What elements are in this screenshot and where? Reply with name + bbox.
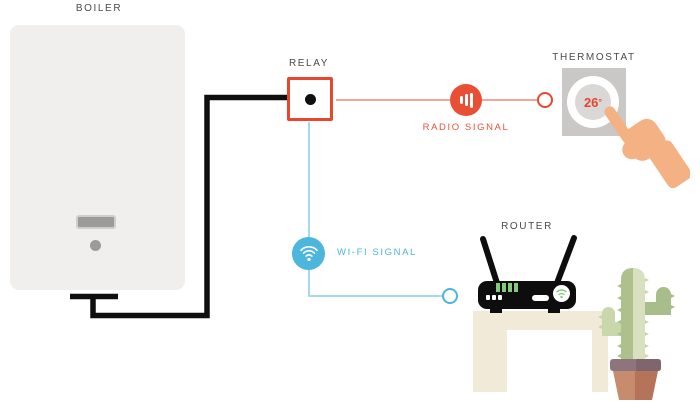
table-leg-left <box>473 330 507 392</box>
pot-body-left <box>613 371 635 400</box>
radio-signal-icon <box>450 84 482 116</box>
cactus-stem-dark <box>621 268 633 361</box>
cactus-icon <box>598 268 675 400</box>
cactus-right-arm <box>643 287 675 315</box>
cactus-spikes-left <box>617 284 621 358</box>
pointing-hand-icon <box>604 106 690 189</box>
cactus-spikes-right <box>645 278 649 358</box>
table-leg-right <box>592 330 608 392</box>
wifi-signal-line <box>308 122 442 297</box>
router-indicator-lights <box>496 283 518 292</box>
router <box>478 235 577 313</box>
router-antenna-right <box>554 235 577 286</box>
relay-dot <box>304 93 316 105</box>
radio-line-endpoint-circle <box>537 92 553 108</box>
signal-bar-medium <box>464 94 468 106</box>
pot-rim-right <box>636 359 661 371</box>
boiler-label: BOILER <box>75 3 123 14</box>
wifi-line-endpoint-circle <box>442 288 458 304</box>
table-top <box>473 311 608 330</box>
signal-bar-tall <box>469 92 473 108</box>
router-wifi-badge-icon <box>556 289 567 299</box>
wifi-icon <box>299 245 318 261</box>
relay-box <box>287 77 333 121</box>
signal-bar-short <box>459 96 463 104</box>
pot-rim-left <box>610 359 638 371</box>
radio-signal-label: RADIO SIGNAL <box>422 122 510 133</box>
router-label: ROUTER <box>501 221 553 232</box>
thermostat-dial-ring: 26° <box>567 76 619 128</box>
wifi-signal-icon <box>292 237 325 270</box>
relay-label: RELAY <box>288 58 330 69</box>
pot-body-right <box>635 371 658 400</box>
boiler-relay-wire <box>90 94 289 319</box>
router-antenna-left <box>480 236 500 286</box>
wifi-signal-label: WI-FI SIGNAL <box>337 247 417 258</box>
temperature-value: 26 <box>583 94 599 110</box>
router-slot <box>532 295 549 301</box>
cactus-left-arm <box>598 307 624 336</box>
boiler-vent-panel <box>76 215 116 229</box>
thermostat-label: THERMOSTAT <box>552 52 636 63</box>
boiler <box>10 25 185 290</box>
boiler-indicator-dot <box>90 240 101 251</box>
router-status-dots <box>486 295 502 300</box>
